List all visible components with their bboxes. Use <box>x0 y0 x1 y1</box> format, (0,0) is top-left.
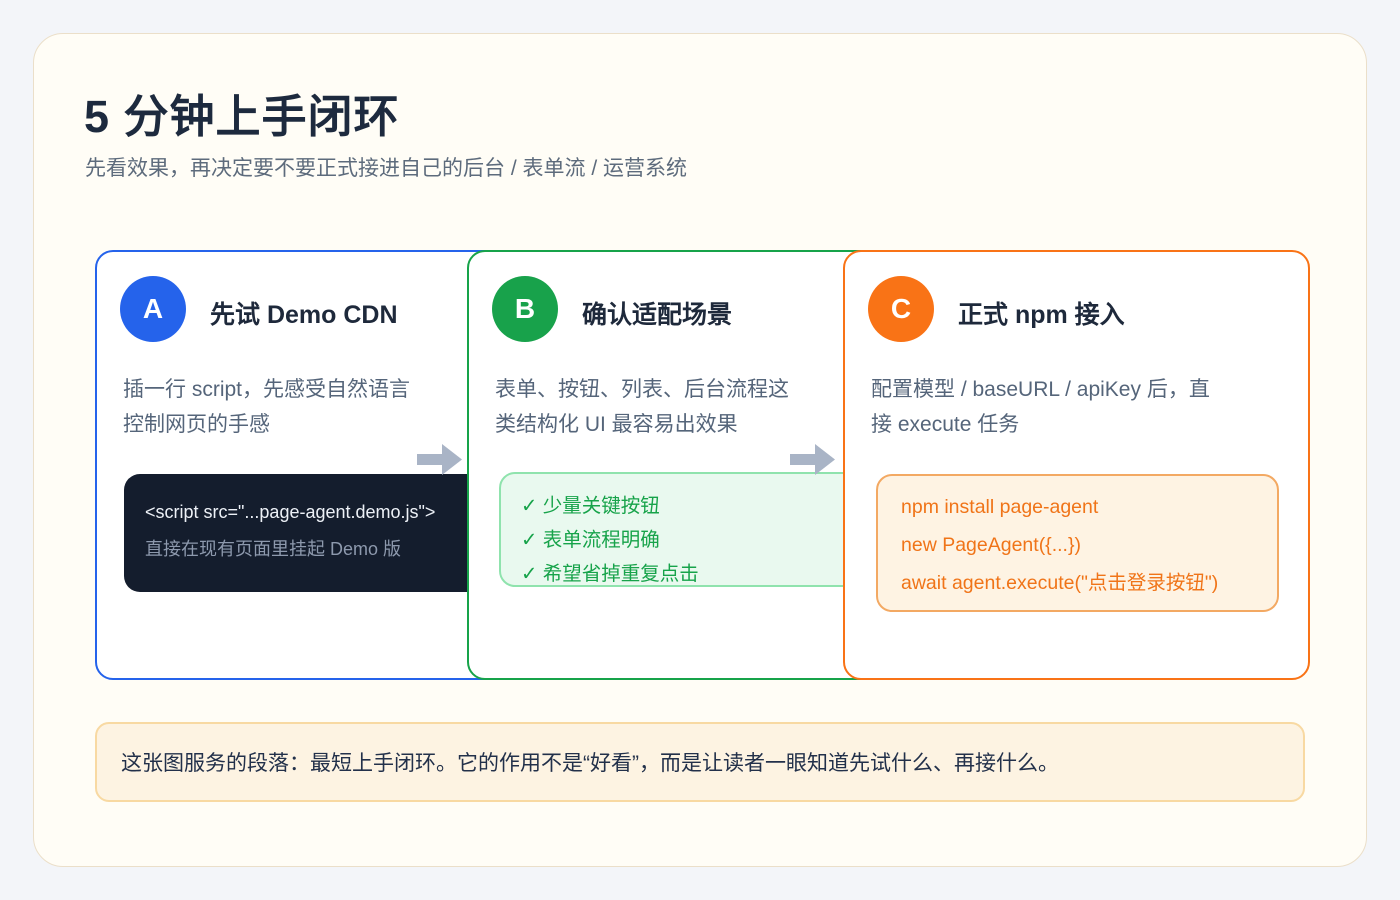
code-block-npm: npm install page-agent new PageAgent({..… <box>876 474 1279 612</box>
step-description-line: 类结构化 UI 最容易出效果 <box>495 413 738 436</box>
footer-note: 这张图服务的段落：最短上手闭环。它的作用不是“好看”，而是让读者一眼知道先试什么… <box>95 722 1305 802</box>
step-description-line: 配置模型 / baseURL / apiKey 后，直 <box>871 378 1210 401</box>
step-card-npm-install: C 正式 npm 接入 配置模型 / baseURL / apiKey 后，直 … <box>843 250 1310 680</box>
arrow-right-icon <box>417 444 462 475</box>
npm-code-line: npm install page-agent <box>901 496 1099 518</box>
code-line-demo-note: 直接在现有页面里挂起 Demo 版 <box>145 539 402 559</box>
page-subtitle: 先看效果，再决定要不要正式接进自己的后台 / 表单流 / 运营系统 <box>85 157 688 180</box>
page-title: 5 分钟上手闭环 <box>84 91 400 142</box>
step-badge-a: A <box>120 276 186 342</box>
step-description-line: 接 execute 任务 <box>871 413 1020 436</box>
step-badge-b: B <box>492 276 558 342</box>
step-description-line: 插一行 script，先感受自然语言 <box>123 378 411 401</box>
step-description-b: 表单、按钮、列表、后台流程这 类结构化 UI 最容易出效果 <box>495 372 789 442</box>
step-title-b: 确认适配场景 <box>582 301 733 329</box>
checklist-item: ✓ 希望省掉重复点击 <box>521 563 699 585</box>
footer-note-text: 这张图服务的段落：最短上手闭环。它的作用不是“好看”，而是让读者一眼知道先试什么… <box>121 752 1059 775</box>
step-description-line: 控制网页的手感 <box>123 413 270 436</box>
step-description-a: 插一行 script，先感受自然语言 控制网页的手感 <box>123 372 410 442</box>
code-line-script-src: <script src="...page-agent.demo.js"> <box>145 502 436 522</box>
step-title-a: 先试 Demo CDN <box>210 301 398 329</box>
step-badge-c: C <box>868 276 934 342</box>
checklist-item: ✓ 少量关键按钮 <box>521 495 660 517</box>
npm-code-line: await agent.execute("点击登录按钮") <box>901 572 1219 594</box>
npm-code-line: new PageAgent({...}) <box>901 534 1081 556</box>
step-title-c: 正式 npm 接入 <box>958 301 1125 329</box>
checklist-item: ✓ 表单流程明确 <box>521 529 660 551</box>
arrow-right-icon <box>790 444 835 475</box>
step-description-line: 表单、按钮、列表、后台流程这 <box>495 378 789 401</box>
step-description-c: 配置模型 / baseURL / apiKey 后，直 接 execute 任务 <box>871 372 1210 442</box>
